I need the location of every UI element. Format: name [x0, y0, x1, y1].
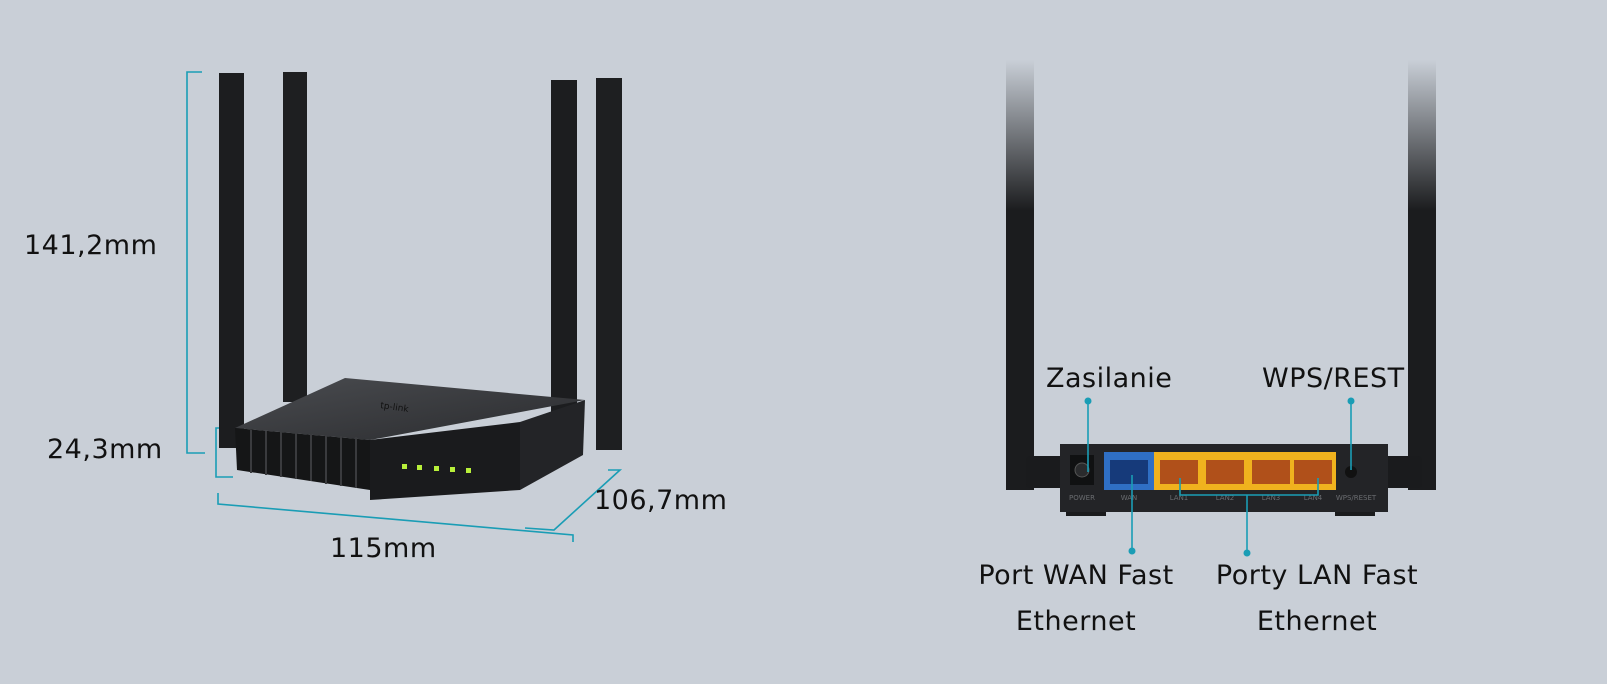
lan-ports-label: Porty LAN Fast Ethernet — [1202, 553, 1432, 645]
wan-label-line2: Ethernet — [1015, 606, 1137, 637]
port-label-lan1: LAN1 — [1170, 494, 1189, 502]
body-height-dimension-label: 24,3mm — [47, 434, 163, 465]
wan-port-label: Port WAN Fast Ethernet — [966, 553, 1186, 645]
status-leds — [402, 464, 471, 473]
port-label-wps-reset: WPS/RESET — [1336, 494, 1377, 502]
width-dimension-label: 115mm — [330, 533, 437, 564]
power-label: Zasilanie — [1046, 363, 1173, 394]
router-rear-view: POWER WAN LAN1 LAN2 LAN3 LAN4 WPS/RESET — [1006, 60, 1436, 516]
depth-dimension-label: 106,7mm — [594, 485, 728, 516]
port-markings: POWER WAN LAN1 LAN2 LAN3 LAN4 WPS/RESET — [1069, 494, 1377, 502]
callout-dots — [1084, 397, 1355, 557]
router-front-view: tp-link — [219, 72, 622, 500]
height-dimension-label: 141,2mm — [24, 230, 158, 261]
port-label-lan4: LAN4 — [1304, 494, 1323, 502]
port-label-lan3: LAN3 — [1262, 494, 1281, 502]
port-label-power: POWER — [1069, 494, 1095, 502]
wan-label-line1: Port WAN Fast — [978, 560, 1174, 591]
lan-label-line2: Ethernet — [1256, 606, 1378, 637]
port-label-lan2: LAN2 — [1216, 494, 1235, 502]
callout-lines — [1087, 401, 1352, 553]
wps-reset-label: WPS/REST — [1262, 363, 1405, 394]
brand-logo: tp-link — [380, 401, 410, 415]
lan-label-line1: Porty LAN Fast — [1215, 560, 1419, 591]
port-label-wan: WAN — [1121, 494, 1138, 502]
